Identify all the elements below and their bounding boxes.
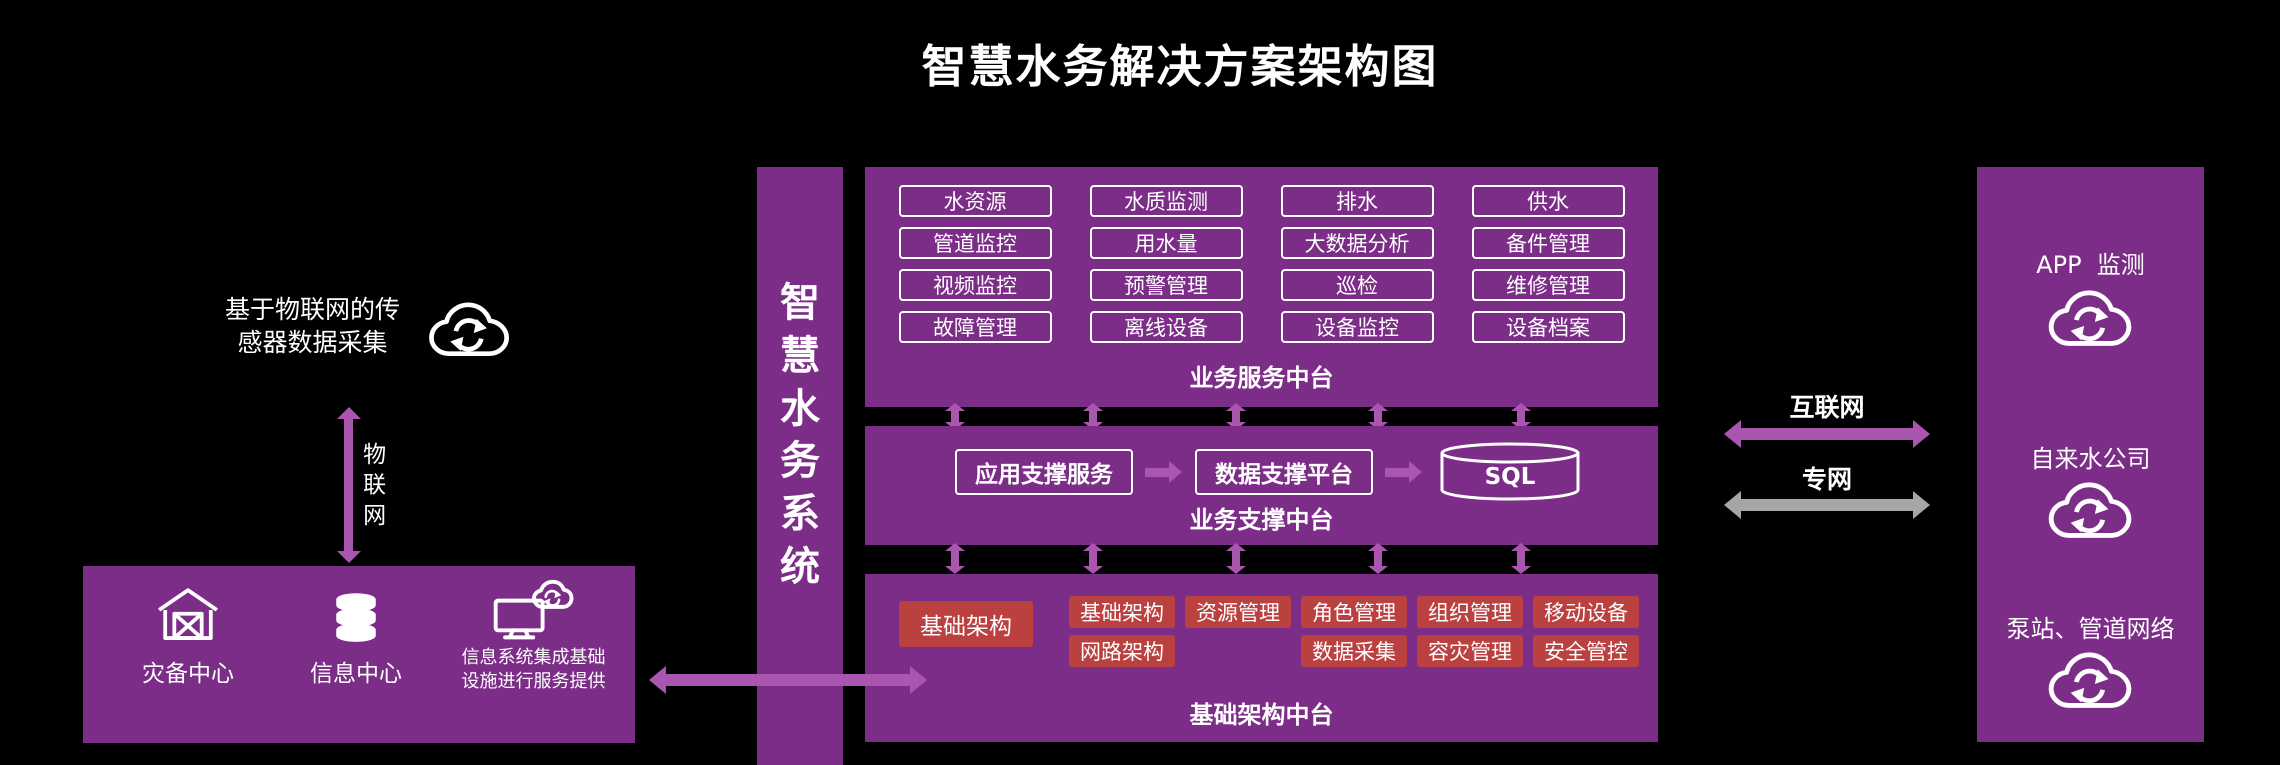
app-monitor-label: APP 监测 — [2036, 251, 2145, 279]
infra-box: 移动设备 — [1533, 596, 1639, 628]
business-support-title: 业务支撑中台 — [1189, 506, 1334, 534]
service-box: 设备监控 — [1280, 311, 1434, 343]
right-arrow-icon — [1385, 467, 1409, 477]
barn-icon — [150, 582, 226, 644]
service-box: 巡检 — [1280, 269, 1434, 301]
panel-link-arrow — [1374, 411, 1382, 422]
iot-arrow-label: 物联网 — [363, 442, 387, 529]
business-support-panel: 应用支撑服务 数据支撑平台 SQL 业务支撑中台 — [865, 426, 1658, 545]
service-box: 水质监测 — [1089, 185, 1243, 217]
integration-label-line2: 设施进行服务提供 — [461, 671, 606, 692]
app-cloud-sync-icon — [2041, 287, 2141, 357]
infra-grid: 基础架构 资源管理 角色管理 组织管理 移动设备 网路架构 数据采集 容灾管理 … — [1069, 596, 1639, 667]
panel-link-arrow — [1232, 411, 1240, 422]
panel-link-arrow — [1232, 551, 1240, 566]
water-company-cloud-sync-icon — [2041, 479, 2141, 549]
service-box: 维修管理 — [1471, 269, 1625, 301]
panel-link-arrow — [1517, 411, 1525, 422]
infra-box: 数据采集 — [1301, 635, 1407, 667]
sql-label: SQL — [1485, 464, 1536, 490]
integration-label: 信息系统集成基础 设施进行服务提供 — [441, 646, 626, 694]
infrastructure-panel: 基础架构 基础架构 资源管理 角色管理 组织管理 移动设备 网路架构 数据采集 … — [865, 574, 1658, 742]
service-box: 离线设备 — [1089, 311, 1243, 343]
database-icon — [318, 582, 394, 644]
support-flow: 应用支撑服务 数据支撑平台 SQL — [955, 442, 1585, 502]
integration-label-line1: 信息系统集成基础 — [461, 647, 606, 668]
panel-link-arrow — [1374, 551, 1382, 566]
internet-arrow — [1741, 428, 1913, 440]
panel-link-arrow — [951, 551, 959, 566]
infra-box: 容灾管理 — [1417, 635, 1523, 667]
service-box: 供水 — [1471, 185, 1625, 217]
page-title: 智慧水务解决方案架构图 — [921, 40, 1439, 93]
private-net-arrow — [1741, 499, 1913, 511]
datacenter-panel: 灾备中心 信息中心 信息系统集成基础 设施进行服务提供 — [83, 566, 635, 743]
business-service-title: 业务服务中台 — [1189, 364, 1334, 392]
integration-item: 信息系统集成基础 设施进行服务提供 — [441, 578, 626, 694]
iot-caption: 基于物联网的传 感器数据采集 — [205, 293, 420, 359]
infrastructure-title: 基础架构中台 — [1189, 701, 1334, 729]
infra-box: 角色管理 — [1301, 596, 1407, 628]
app-support-box: 应用支撑服务 — [955, 449, 1133, 495]
business-service-panel: 水资源 水质监测 排水 供水 管道监控 用水量 大数据分析 备件管理 视频监控 … — [865, 167, 1658, 407]
system-bar: 智慧水务系统 — [757, 167, 843, 765]
water-company-label: 自来水公司 — [2030, 445, 2151, 473]
datacenter-link-arrow — [666, 674, 910, 686]
info-center-label: 信息中心 — [310, 661, 402, 687]
private-net-label: 专网 — [1801, 465, 1852, 494]
panel-link-arrow — [1517, 551, 1525, 566]
iot-link-arrow — [344, 419, 353, 551]
service-box: 排水 — [1280, 185, 1434, 217]
infra-box: 组织管理 — [1417, 596, 1523, 628]
service-box: 设备档案 — [1471, 311, 1625, 343]
panel-link-arrow — [1089, 551, 1097, 566]
service-box: 故障管理 — [898, 311, 1052, 343]
iot-caption-line1: 基于物联网的传 — [224, 295, 400, 324]
sql-database-icon: SQL — [1440, 442, 1580, 501]
data-support-box: 数据支撑平台 — [1195, 449, 1373, 495]
info-center-item: 信息中心 — [281, 582, 431, 688]
external-panel: APP 监测 自来水公司 泵站、管道网络 — [1977, 167, 2204, 742]
iot-caption-line2: 感器数据采集 — [237, 328, 388, 357]
infra-box: 网路架构 — [1069, 635, 1175, 667]
infra-box: 资源管理 — [1185, 596, 1291, 628]
panel-link-arrow — [1089, 411, 1097, 422]
panel-link-arrow — [951, 411, 959, 422]
pump-network-cloud-sync-icon — [2041, 649, 2141, 719]
service-box: 备件管理 — [1471, 227, 1625, 259]
infra-big-box: 基础架构 — [899, 601, 1033, 647]
service-box: 管道监控 — [898, 227, 1052, 259]
service-box: 视频监控 — [898, 269, 1052, 301]
iot-cloud-sync-icon — [423, 298, 517, 368]
internet-label: 互联网 — [1789, 393, 1865, 422]
infra-box: 安全管控 — [1533, 635, 1639, 667]
right-arrow-icon — [1145, 467, 1169, 477]
system-bar-label: 智慧水务系统 — [780, 280, 820, 590]
service-box: 用水量 — [1089, 227, 1243, 259]
service-box: 预警管理 — [1089, 269, 1243, 301]
service-box: 大数据分析 — [1280, 227, 1434, 259]
infra-box: 基础架构 — [1069, 596, 1175, 628]
service-box: 水资源 — [898, 185, 1052, 217]
disaster-recovery-item: 灾备中心 — [113, 582, 263, 688]
pump-network-label: 泵站、管道网络 — [2006, 615, 2175, 643]
monitor-cloud-icon — [491, 578, 577, 642]
disaster-recovery-label: 灾备中心 — [142, 661, 234, 687]
service-grid: 水资源 水质监测 排水 供水 管道监控 用水量 大数据分析 备件管理 视频监控 … — [865, 185, 1658, 343]
